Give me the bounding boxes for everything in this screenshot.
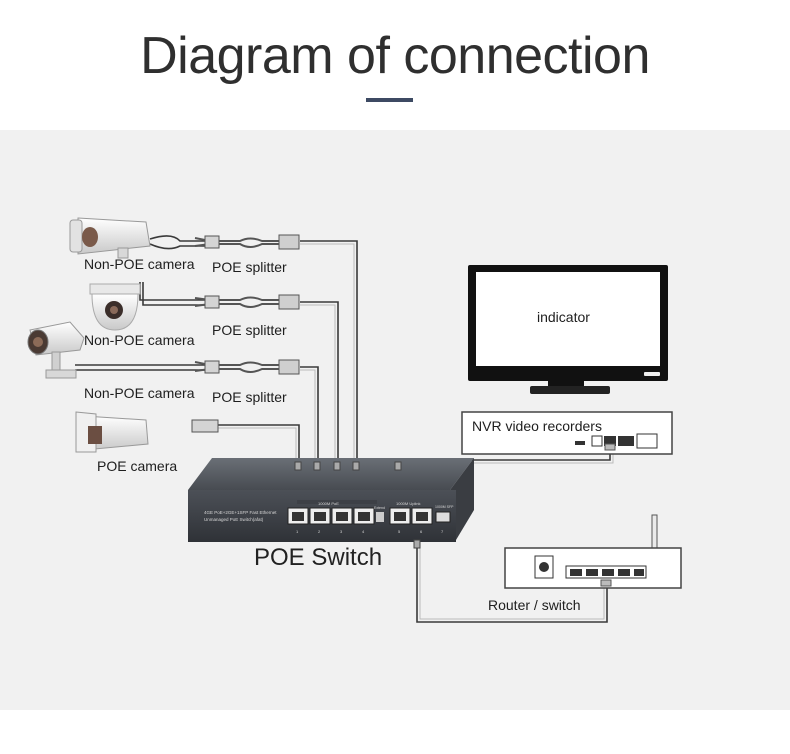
port-number: 7 bbox=[441, 529, 444, 534]
camera-3-label: Non-POE camera bbox=[84, 385, 195, 401]
port-number: 3 bbox=[340, 529, 343, 534]
cable-splitter3 bbox=[300, 366, 319, 466]
poe-switch-icon bbox=[188, 458, 474, 549]
camera-2-label: Non-POE camera bbox=[84, 332, 195, 348]
camera-1-label: Non-POE camera bbox=[84, 256, 195, 272]
bullet-camera-icon bbox=[69, 217, 151, 259]
splitter-3-label: POE splitter bbox=[212, 389, 287, 405]
splitter-2-label: POE splitter bbox=[212, 322, 287, 338]
poe-camera-icon bbox=[75, 411, 149, 453]
switch-poe-group: 1000M PoE bbox=[318, 501, 339, 506]
monitor-icon bbox=[468, 265, 668, 394]
page-title: Diagram of connection bbox=[140, 27, 650, 85]
cable-splitter2 bbox=[300, 301, 339, 466]
title-underline bbox=[366, 98, 413, 102]
nvr-icon bbox=[461, 411, 673, 455]
splitter-2 bbox=[194, 294, 300, 310]
monitor-label: indicator bbox=[537, 309, 590, 325]
port-number: 2 bbox=[318, 529, 321, 534]
switch-model-line1: 4GE PoE+2GE+1SFP Fast Ethernet bbox=[204, 510, 277, 515]
port-number: 1 bbox=[296, 529, 299, 534]
cable-router bbox=[416, 545, 608, 623]
switch-uplink-group: 1000M Uplink bbox=[396, 501, 420, 506]
switch-model-line2: Unmanaged PoE Switch(afat) bbox=[204, 517, 264, 522]
splitter-3 bbox=[194, 359, 300, 375]
poe-camera-connector bbox=[191, 419, 219, 433]
switch-extend-label: Extend bbox=[374, 506, 385, 510]
box-camera-icon bbox=[27, 321, 85, 379]
dome-camera-icon bbox=[89, 283, 141, 331]
port-number: 6 bbox=[420, 529, 423, 534]
nvr-label: NVR video recorders bbox=[472, 418, 602, 434]
switch-sfp-group: 1000M SFP bbox=[435, 505, 454, 509]
port-number: 5 bbox=[398, 529, 401, 534]
camera-4-label: POE camera bbox=[97, 458, 178, 474]
port-number: 4 bbox=[362, 529, 365, 534]
splitter-1 bbox=[194, 234, 300, 250]
cable-poe-camera bbox=[218, 424, 300, 466]
switch-label: POE Switch bbox=[254, 544, 383, 571]
splitter-1-label: POE splitter bbox=[212, 259, 287, 275]
cables bbox=[75, 235, 614, 623]
router-icon bbox=[504, 514, 682, 589]
router-label: Router / switch bbox=[488, 597, 581, 613]
cable-splitter1 bbox=[300, 240, 358, 466]
